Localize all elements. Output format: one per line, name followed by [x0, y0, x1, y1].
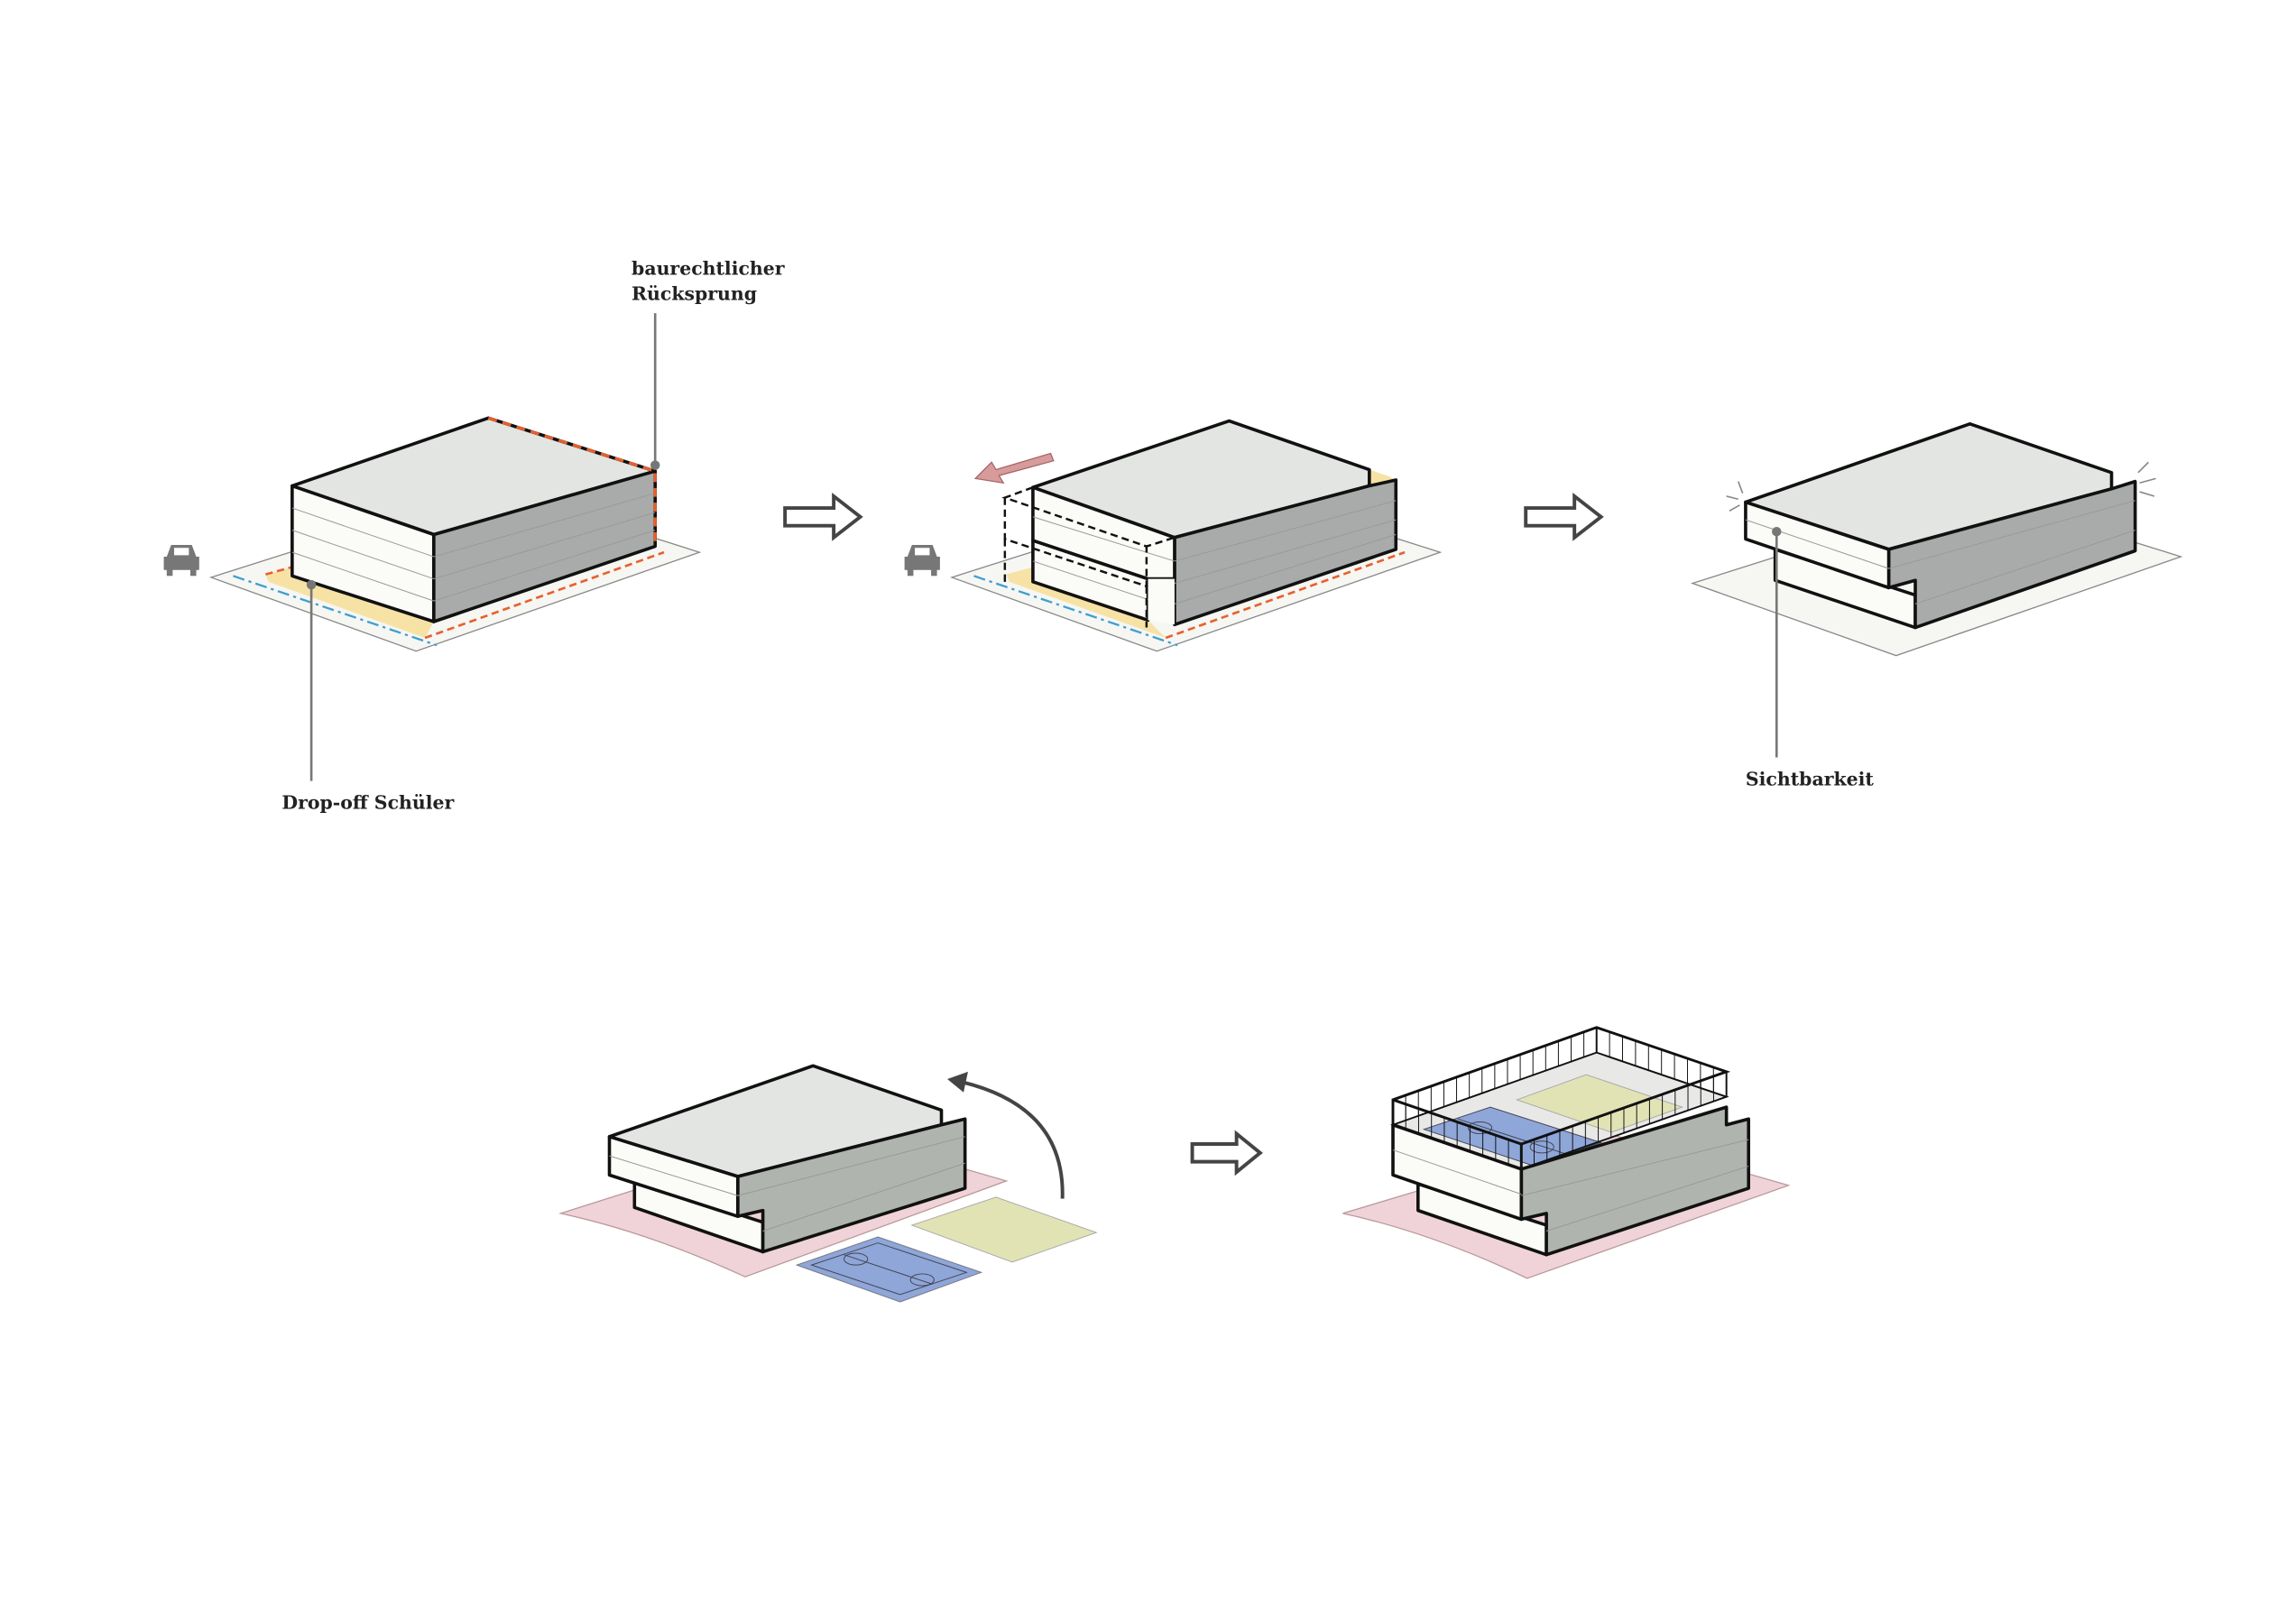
setback-line — [424, 550, 665, 640]
floor-lines — [609, 1136, 965, 1232]
building-front-lower — [1148, 578, 1175, 625]
dropoff-leader — [306, 579, 317, 781]
arrow-right-icon — [783, 492, 863, 541]
floor-lines — [1032, 500, 1397, 604]
floor-lines — [1745, 500, 2135, 604]
notch-fill — [1369, 469, 1397, 486]
step-1-initial-volume: baurechtlicher Rücksprung Drop-off Schül… — [163, 258, 785, 814]
building-side — [736, 1117, 967, 1254]
setback-line — [265, 566, 293, 576]
floor-lines — [1392, 1139, 1749, 1232]
visibility-label: Sichtbarkeit — [1746, 769, 1874, 790]
step-3-visibility: Sichtbarkeit — [1690, 422, 2183, 790]
step-2-cantilever — [904, 419, 1443, 652]
car-icon — [163, 544, 199, 577]
arrow-right-icon — [1524, 492, 1604, 541]
step-5-rooftop-sports — [1342, 1026, 1791, 1279]
move-arrow-icon — [973, 452, 1055, 484]
building-side — [1519, 1105, 1750, 1257]
sparkle-icon — [1726, 461, 2156, 512]
rooftop-basketball-court — [1422, 1106, 1603, 1167]
car-icon — [904, 544, 940, 577]
setback-label-line-2: Rücksprung — [632, 282, 757, 304]
visibility-leader — [1772, 527, 1782, 758]
setback-leader — [650, 313, 660, 470]
building-front-upper — [1744, 500, 1891, 590]
rooftop-field — [1515, 1074, 1684, 1133]
sports-field — [910, 1196, 1098, 1263]
setback-edge — [487, 416, 657, 547]
setback-line — [1165, 550, 1406, 640]
building-front-upper — [607, 1135, 740, 1218]
dropoff-label: Drop-off Schüler — [281, 792, 454, 814]
floor-lines — [291, 493, 656, 602]
arrow-right-icon — [1190, 1130, 1263, 1176]
setback-label-line-1: baurechtlicher — [632, 258, 785, 280]
dropoff-zone — [1006, 567, 1166, 638]
rooftop-railing — [1390, 1026, 1731, 1170]
step-4-relocate-sports — [558, 1064, 1098, 1303]
basketball-court — [795, 1236, 983, 1303]
rotate-arrow-icon — [947, 1071, 1065, 1199]
removed-volume-outline — [1001, 486, 1176, 628]
building-front-upper — [1031, 485, 1176, 581]
